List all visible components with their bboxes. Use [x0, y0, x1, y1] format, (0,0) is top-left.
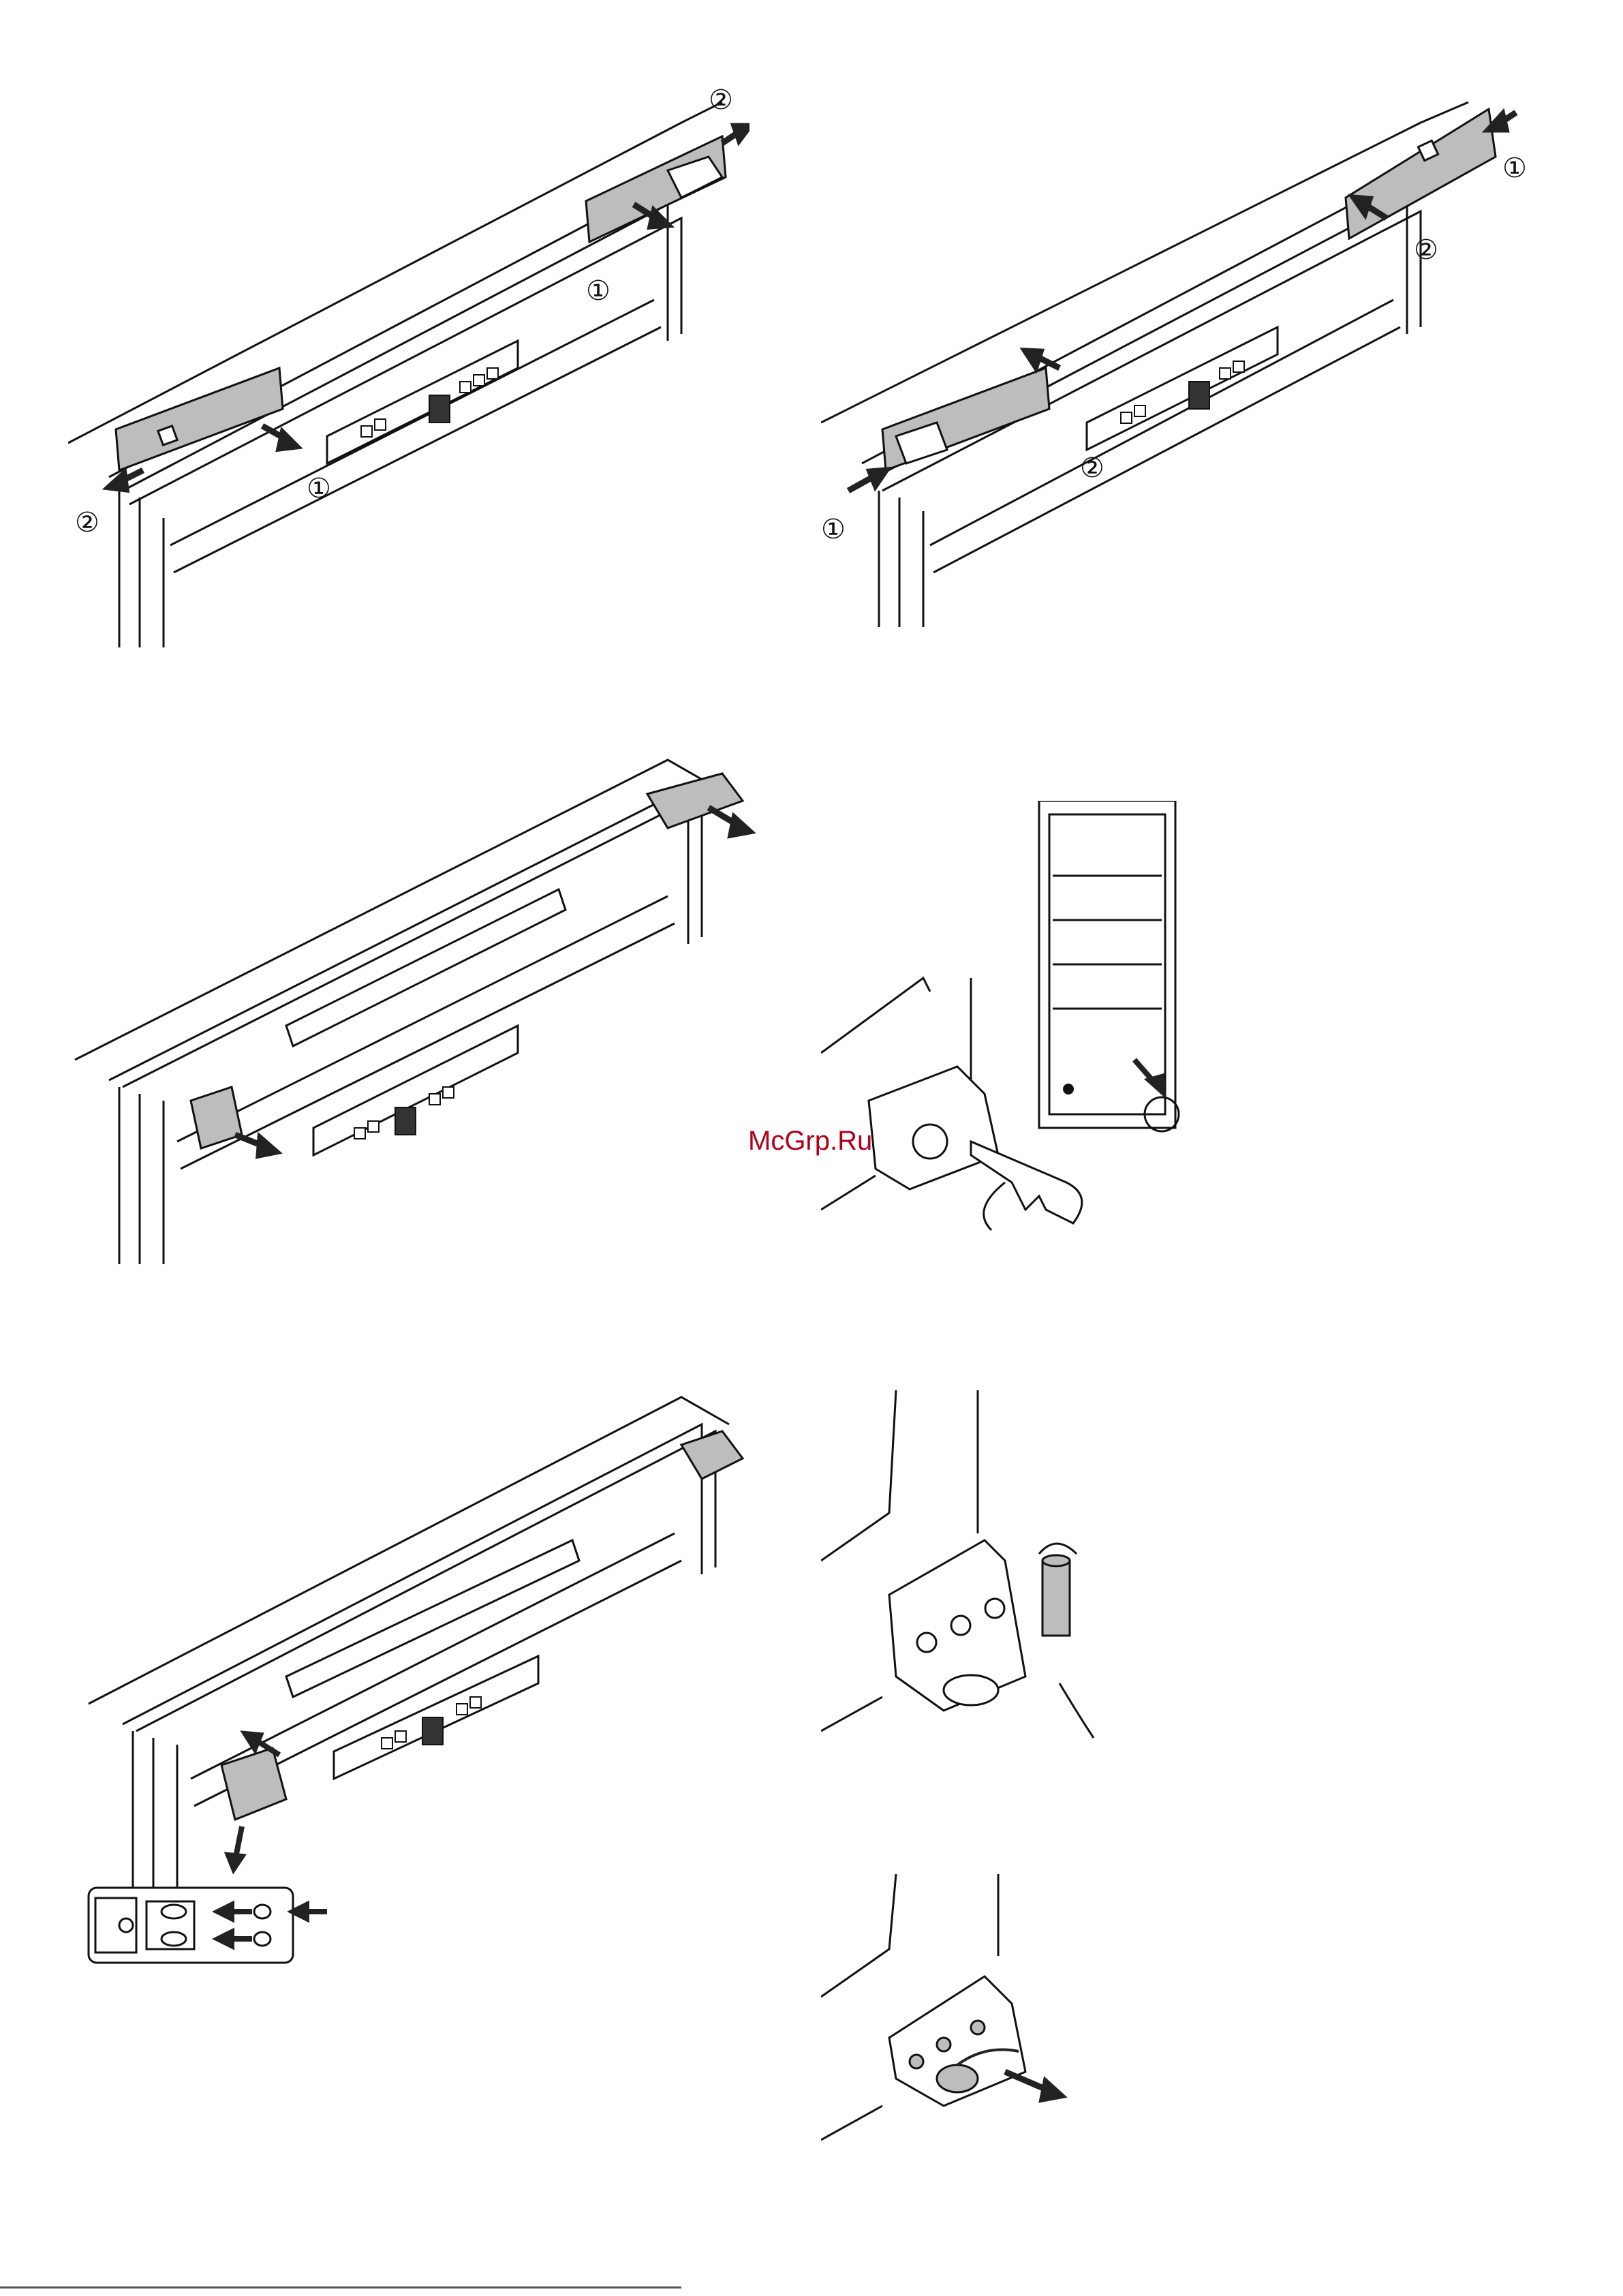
bearing-pin-drawing — [821, 1390, 1203, 1758]
figure-bearing-pin — [821, 1390, 1203, 1758]
figure-hinge-swap — [68, 1370, 763, 1983]
marker-one: ① — [586, 276, 610, 306]
figure-trim-installation: ① ② ① ② — [821, 82, 1536, 654]
figure-hinge-removal — [68, 719, 784, 1278]
marker-one: ① — [821, 515, 846, 545]
hinge-removal-drawing — [68, 719, 784, 1278]
rotate-icon — [984, 1182, 1005, 1230]
marker-two: ② — [75, 508, 99, 538]
trim-removal-drawing: ① ② ① ② — [68, 55, 749, 654]
rotate-icon — [1039, 1544, 1077, 1554]
watermark-text: McGrp.Ru — [748, 1126, 872, 1157]
trim-installation-drawing: ① ② ① ② — [821, 82, 1536, 654]
left-trim-part — [116, 368, 283, 470]
figure-trim-removal: ① ② ① ② — [68, 55, 749, 654]
marker-one: ① — [1502, 153, 1527, 183]
screw-icon — [1042, 1555, 1070, 1636]
hinge-swap-drawing — [68, 1370, 763, 1983]
figure-bottom-hinge-adjust — [821, 801, 1502, 1291]
wrench-icon — [971, 1142, 1082, 1223]
marker-two: ② — [709, 85, 733, 115]
bottom-hinge-drawing — [821, 801, 1502, 1291]
figure-bracket-screws — [821, 1874, 1203, 2174]
marker-two: ② — [1414, 235, 1438, 265]
hinge-icon — [191, 1087, 242, 1148]
hinge-icon — [681, 1431, 743, 1479]
bracket-screws-drawing — [821, 1874, 1203, 2174]
page-divider — [0, 2286, 681, 2289]
marker-one: ① — [307, 474, 331, 504]
marker-two: ② — [1080, 453, 1104, 483]
